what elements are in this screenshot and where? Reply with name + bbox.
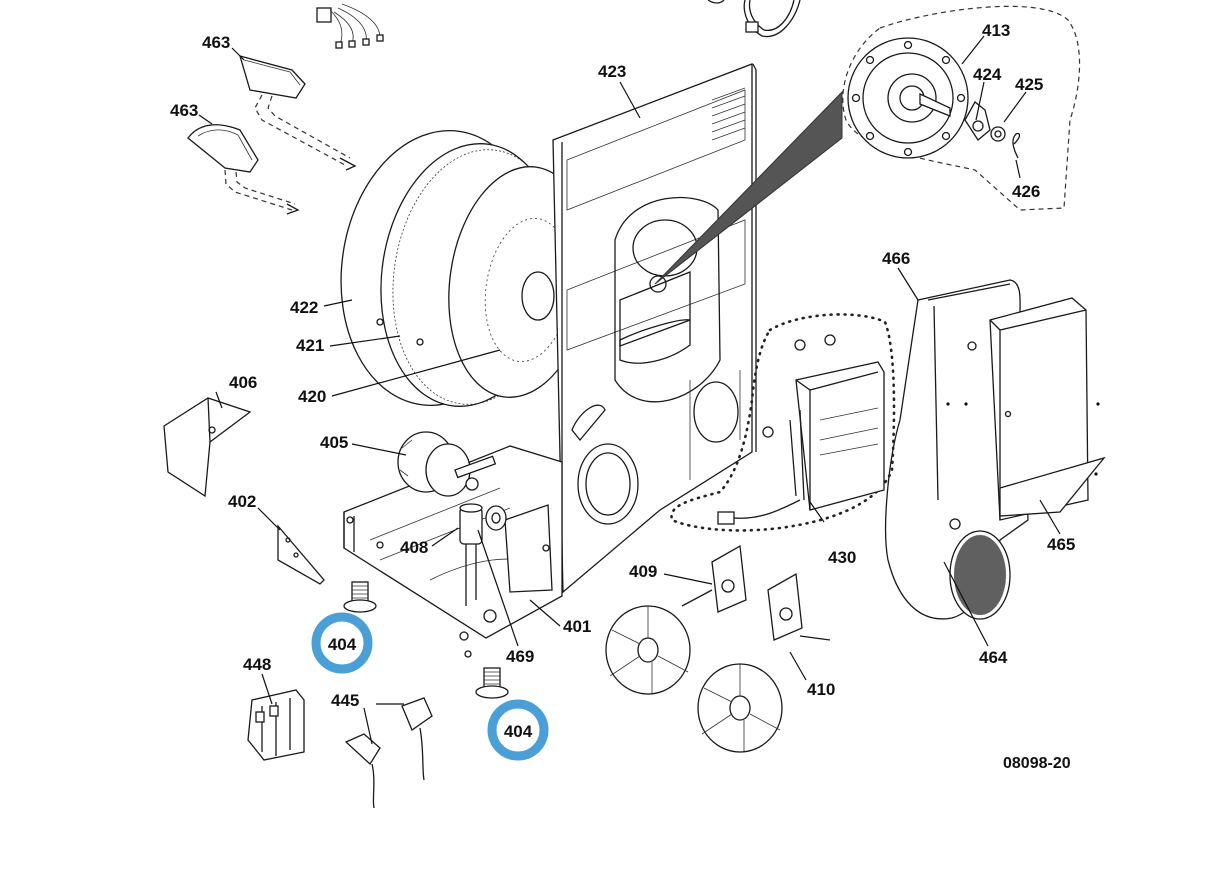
label-469: 469: [506, 647, 534, 666]
diagram-reference-code: 08098-20: [1003, 755, 1071, 772]
wiring-harness: [316, 3, 384, 49]
label-423: 423: [598, 62, 626, 81]
label-463-bottom: 463: [170, 101, 198, 120]
label-422: 422: [290, 298, 318, 317]
label-404-right: 404: [504, 722, 533, 741]
idler-pulley: [485, 505, 507, 531]
power-plug: [344, 697, 433, 809]
detail-callout-wedge: [654, 90, 843, 285]
label-465: 465: [1047, 535, 1075, 554]
support-bracket: [277, 524, 325, 585]
capacitor: [459, 503, 483, 606]
base-plate: [343, 445, 563, 658]
label-405: 405: [320, 433, 348, 452]
label-408: 408: [400, 538, 428, 557]
leader-lines: [198, 35, 1061, 745]
lint-filter-top: [239, 55, 357, 171]
label-409: 409: [629, 562, 657, 581]
label-445: 445: [331, 691, 359, 710]
label-430: 430: [828, 548, 856, 567]
label-466: 466: [882, 249, 910, 268]
label-401: 401: [563, 617, 591, 636]
part-labels: 463 463 423 413 424 425 426 466 422 421 …: [170, 21, 1075, 772]
label-420: 420: [298, 387, 326, 406]
blower-housing: [885, 279, 1106, 620]
label-413: 413: [982, 21, 1010, 40]
rear-panel: [552, 63, 757, 594]
label-448: 448: [243, 655, 271, 674]
bearing-detail: [842, 5, 1081, 211]
label-421: 421: [296, 336, 324, 355]
label-426: 426: [1012, 182, 1040, 201]
label-410: 410: [807, 680, 835, 699]
door-lock: [247, 689, 305, 761]
highlight-ring-foot-right: [487, 699, 549, 761]
adjustable-foot-left: [343, 581, 377, 613]
impeller-410: [697, 572, 831, 753]
duct-clamp: [707, 0, 801, 38]
lint-filter-bottom: [187, 124, 300, 215]
impeller-409: [605, 544, 747, 695]
highlight-ring-foot-left: [311, 612, 373, 674]
control-panel-bracket: [163, 397, 252, 498]
label-424: 424: [973, 65, 1002, 84]
adjustable-foot-right: [475, 667, 509, 699]
heater-assembly: [670, 313, 896, 532]
label-404-left: 404: [328, 635, 357, 654]
label-425: 425: [1015, 75, 1043, 94]
label-464: 464: [979, 648, 1008, 667]
label-402: 402: [228, 492, 256, 511]
label-406: 406: [229, 373, 257, 392]
drive-motor: [397, 431, 497, 497]
label-463-top: 463: [202, 33, 230, 52]
drum-assembly: [340, 130, 592, 407]
